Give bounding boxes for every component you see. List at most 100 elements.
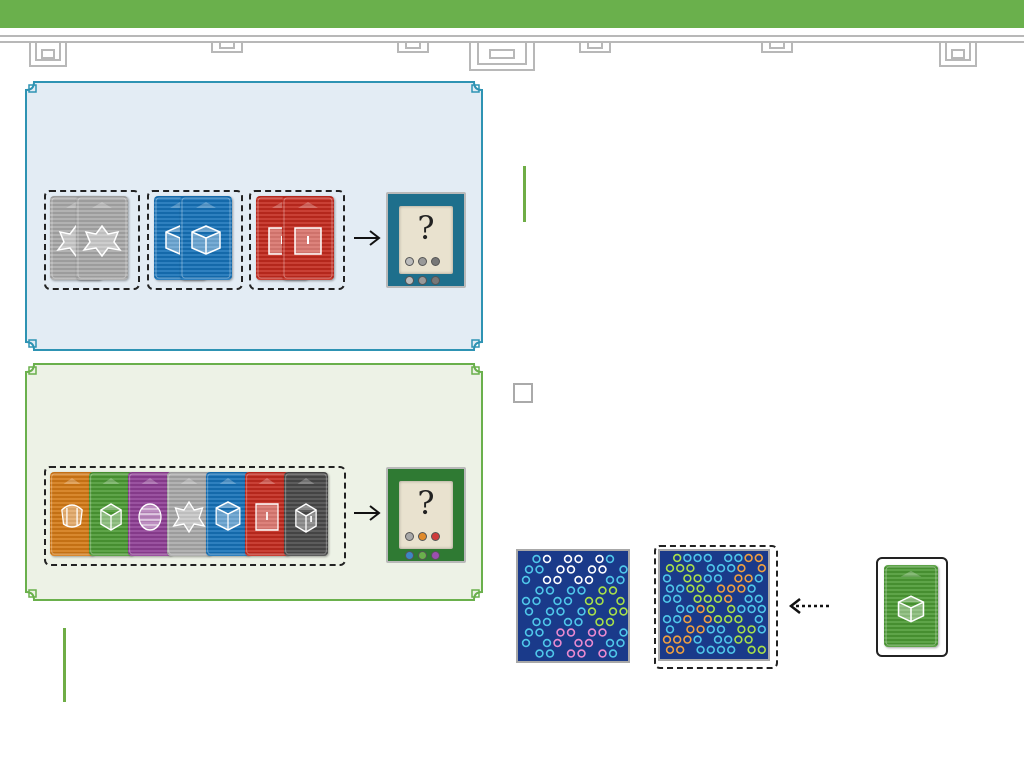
flower-icon [556, 628, 565, 637]
flower-icon [662, 574, 672, 583]
flower-icon [608, 607, 618, 616]
flower-icon [598, 565, 607, 574]
flower-icon [723, 635, 733, 644]
flower-icon [577, 607, 586, 616]
flower-icon [754, 594, 764, 603]
panel-frame [25, 81, 483, 351]
lantern-card-orange [50, 472, 94, 556]
flower-icon [545, 607, 555, 616]
checkbox[interactable] [513, 383, 533, 403]
coin-icon [405, 532, 414, 541]
flower-icon [619, 565, 628, 574]
result-tile-green: ? [386, 467, 466, 563]
box-lantern-icon [246, 473, 288, 555]
header-bar [0, 0, 1024, 28]
flower-icon [535, 586, 544, 595]
flower-icon [713, 574, 723, 583]
flower-icon [713, 614, 723, 624]
flower-icon [706, 564, 715, 573]
flower-icon [686, 604, 695, 614]
flower-icon [566, 628, 576, 637]
flower-icon [683, 574, 692, 583]
flower-icon [605, 554, 615, 564]
flower-icon [524, 565, 534, 574]
flower-icon [563, 617, 573, 627]
flower-icon [726, 584, 736, 593]
flower-icon [553, 638, 562, 648]
flower-icon [716, 564, 726, 573]
flower-icon [532, 617, 541, 627]
flower-icon [696, 625, 705, 634]
flower-icon [744, 553, 753, 563]
flower-icon [734, 553, 743, 563]
star-lantern-icon [77, 197, 127, 279]
flower-icon [734, 635, 743, 644]
flower-icon [676, 645, 685, 655]
coin-icon [418, 257, 427, 266]
flower-icon [566, 586, 576, 595]
flower-icon [706, 604, 715, 614]
flower-icon [706, 645, 715, 655]
coin-icon [431, 276, 440, 285]
flower-icon [726, 564, 736, 573]
flower-icon [605, 617, 615, 627]
flower-icon [747, 645, 756, 655]
flower-icon [673, 553, 682, 563]
coin-icon [431, 532, 440, 541]
flower-icon [693, 635, 702, 644]
flower-icon [693, 574, 702, 583]
flower-icon [598, 628, 607, 637]
flower-icon [584, 596, 594, 606]
flower-icon [757, 645, 767, 655]
board-highlight [654, 545, 778, 669]
lantern-card-white [76, 196, 128, 280]
flower-icon [553, 596, 562, 606]
flower-icon [737, 625, 746, 634]
flower-icon [619, 607, 628, 616]
flower-icon [563, 554, 573, 564]
flower-icon [616, 596, 625, 606]
flower-icon [616, 575, 625, 585]
flower-icon [713, 635, 723, 644]
flower-icon [535, 649, 544, 658]
flower-icon [703, 553, 712, 563]
question-mark: ? [417, 484, 435, 522]
panel-blue [24, 80, 484, 352]
flower-icon [545, 586, 555, 595]
flower-icon [574, 638, 583, 648]
coin-icon [405, 257, 414, 266]
lantern-card-blue [180, 196, 232, 280]
flower-icon [577, 586, 586, 595]
flower-icon [676, 584, 685, 593]
flower-icon [676, 604, 685, 614]
round-lantern-icon [51, 473, 93, 555]
coin-row [403, 527, 449, 561]
flower-icon [686, 564, 695, 573]
result-tile-blue: ? [386, 192, 466, 288]
flower-icon [574, 617, 583, 627]
flower-icon [703, 574, 712, 583]
flower-icon [665, 645, 675, 655]
flower-icon [524, 628, 534, 637]
green-card-frame [876, 557, 948, 657]
lantern-card-green [89, 472, 133, 556]
flower-icon [757, 625, 767, 634]
lantern-card-red [282, 196, 334, 280]
flower-icon [696, 645, 705, 655]
flower-icon [605, 575, 615, 585]
dotted-arrow-icon [788, 598, 830, 614]
flower-icon [563, 596, 573, 606]
flower-icon [595, 554, 604, 564]
flower-icon [673, 614, 682, 624]
lantern-card-green [884, 565, 938, 647]
flower-icon [535, 628, 544, 637]
flower-icon [542, 617, 552, 627]
coin-icon [418, 551, 427, 560]
flower-icon [665, 584, 675, 593]
flower-icon [686, 584, 695, 593]
flower-icon [542, 638, 552, 648]
flower-icon [693, 594, 702, 603]
flower-icon [673, 594, 682, 603]
flower-icon [723, 553, 733, 563]
card-group-all-colors [44, 466, 346, 566]
